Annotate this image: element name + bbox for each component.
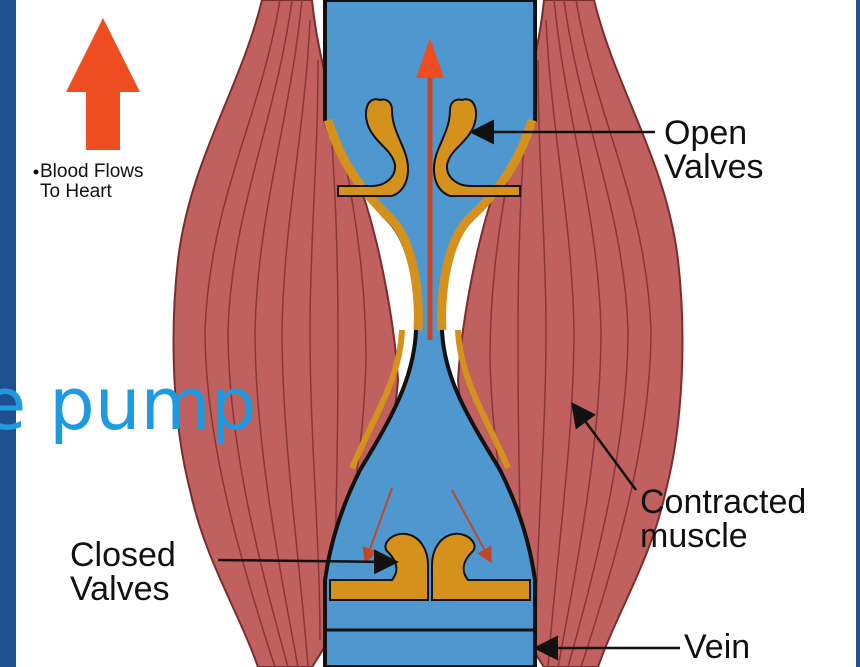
closed-valves-line2: Valves <box>70 572 176 606</box>
open-valves-label: Open Valves <box>664 116 764 184</box>
blood-flow-arrow-icon <box>66 18 140 150</box>
flow-label: Blood Flows To Heart <box>40 162 144 202</box>
muscle-line1: Contracted <box>640 485 806 519</box>
muscle-line2: muscle <box>640 519 806 553</box>
bullet-icon <box>34 170 39 175</box>
muscle-label: Contracted muscle <box>640 485 806 553</box>
closed-valves-label: Closed Valves <box>70 538 176 606</box>
slide-title-fragment: e pump <box>0 368 256 440</box>
closed-valves-line1: Closed <box>70 538 176 572</box>
open-valves-line1: Open <box>664 116 764 150</box>
vein-label: Vein <box>684 630 750 664</box>
open-valves-line2: Valves <box>664 150 764 184</box>
flow-label-line1: Blood Flows <box>40 162 144 182</box>
flow-label-line2: To Heart <box>40 182 144 202</box>
